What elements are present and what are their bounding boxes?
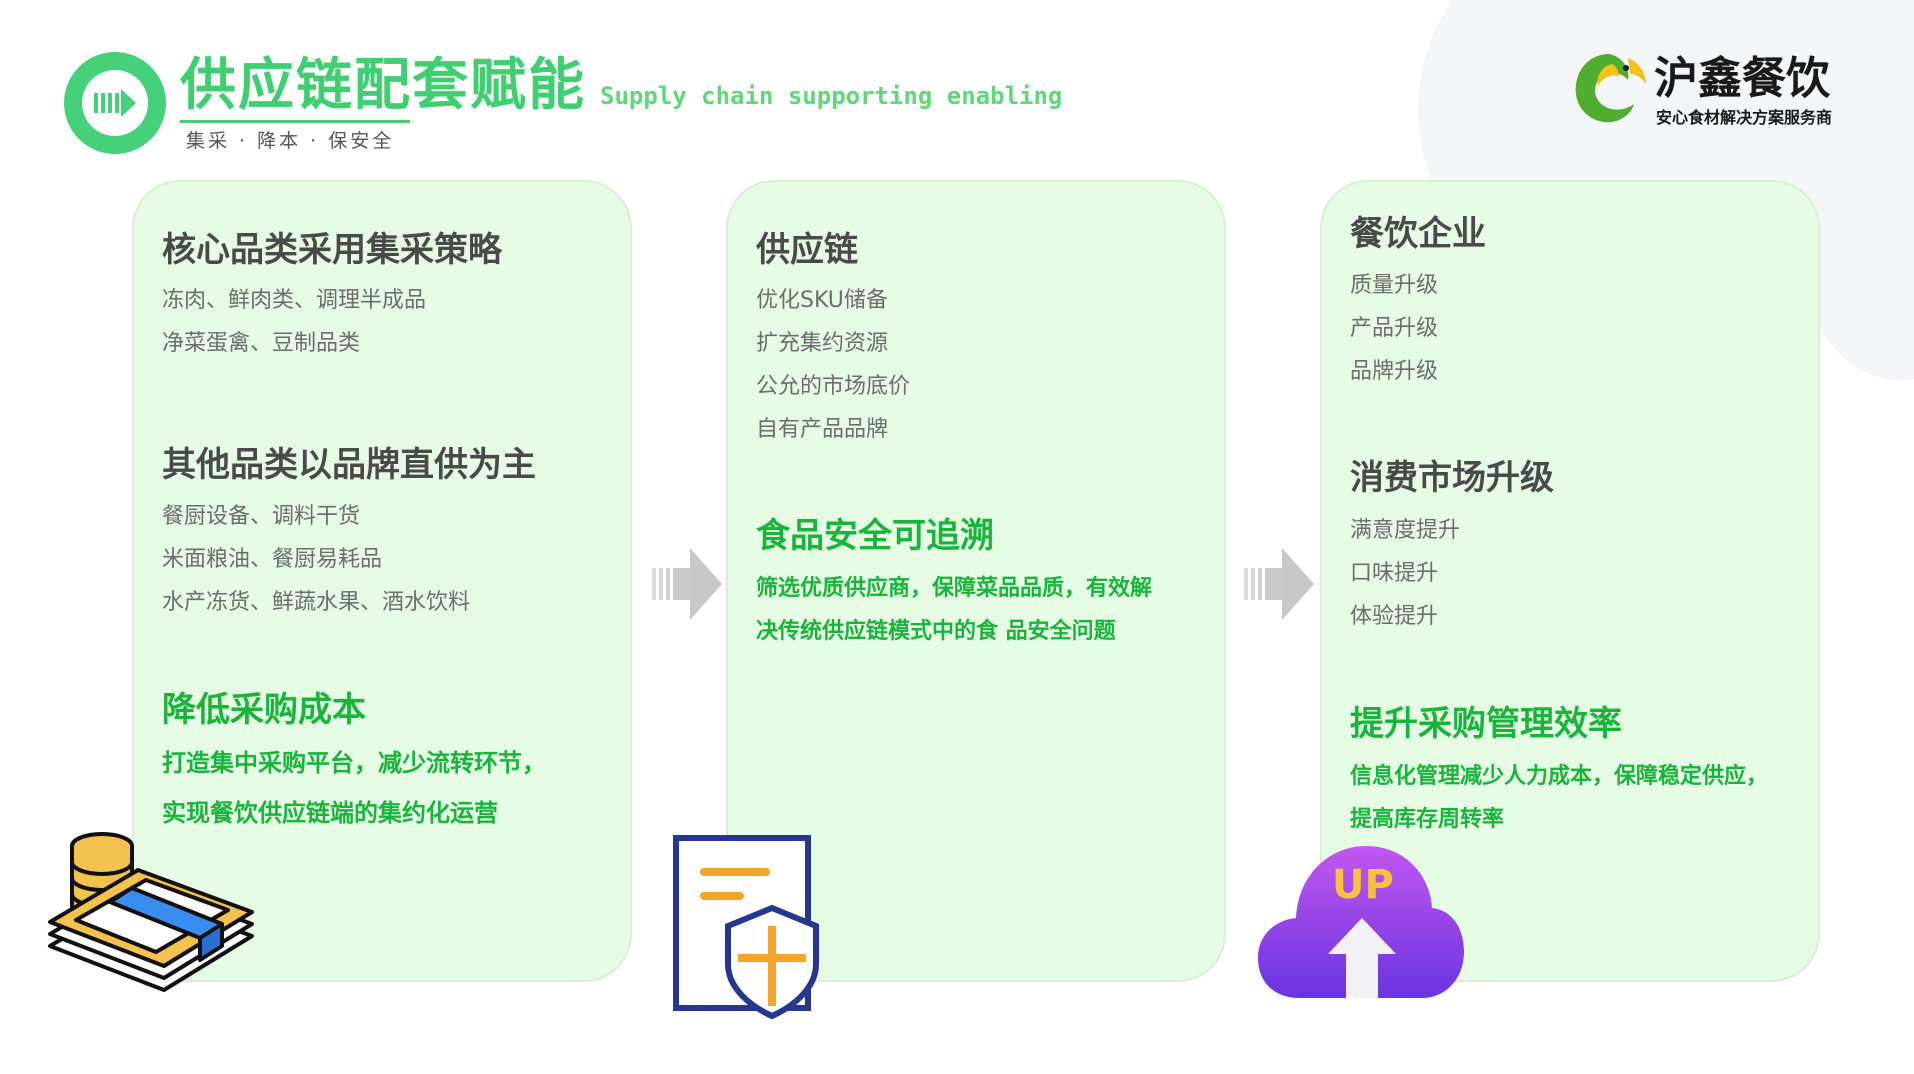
document-shield-icon <box>673 835 819 1020</box>
highlight-heading: 食品安全可追溯 <box>756 516 994 556</box>
list-item: 水产冻货、鲜蔬水果、酒水饮料 <box>162 590 471 615</box>
list-item: 优化SKU储备 <box>756 288 888 313</box>
section-heading: 核心品类采用集采策略 <box>162 230 502 270</box>
list-item: 体验提升 <box>1350 604 1439 629</box>
page-title: 供应链配套赋能 <box>180 53 586 118</box>
flow-arrow-icon <box>652 548 722 620</box>
highlight-text: 筛选优质供应商，保障菜品品质，有效解 <box>756 576 1153 601</box>
card-cost-reduction: 核心品类采用集采策略 冻肉、鲜肉类、调理半成品 净菜蛋禽、豆制品类 其他品类以品… <box>132 180 632 982</box>
section-heading: 供应链 <box>756 230 858 270</box>
highlight-text: 实现餐饮供应链端的集约化运营 <box>162 799 498 827</box>
section-heading: 其他品类以品牌直供为主 <box>162 445 536 485</box>
list-item: 质量升级 <box>1350 273 1439 298</box>
list-item: 净菜蛋禽、豆制品类 <box>162 331 361 356</box>
list-item: 产品升级 <box>1350 316 1439 341</box>
highlight-text: 打造集中采购平台，减少流转环节， <box>162 749 546 777</box>
list-item: 扩充集约资源 <box>756 331 889 356</box>
section-heading: 餐饮企业 <box>1350 214 1486 254</box>
title-underline <box>180 120 410 123</box>
up-badge: UP <box>1332 862 1394 908</box>
list-item: 餐厨设备、调料干货 <box>162 504 361 529</box>
highlight-text: 提高库存周转率 <box>1350 807 1505 832</box>
section-heading: 消费市场升级 <box>1350 458 1554 498</box>
highlight-heading: 降低采购成本 <box>162 690 366 730</box>
dragon-logo-icon <box>1575 54 1646 123</box>
highlight-text: 决传统供应链模式中的食 品安全问题 <box>756 619 1116 644</box>
card-management-efficiency: 餐饮企业 质量升级 产品升级 品牌升级 消费市场升级 满意度提升 口味提升 体验… <box>1320 180 1820 982</box>
cloud-upload-icon: UP <box>1258 846 1464 998</box>
flow-arrow-icon <box>1244 548 1314 620</box>
list-item: 品牌升级 <box>1350 359 1439 384</box>
list-item: 米面粮油、餐厨易耗品 <box>162 547 383 572</box>
list-item: 满意度提升 <box>1350 518 1461 543</box>
brand-tagline: 安心食材解决方案服务商 <box>1656 108 1833 127</box>
highlight-heading: 提升采购管理效率 <box>1350 704 1622 744</box>
list-item: 公允的市场底价 <box>756 374 911 399</box>
money-stack-icon <box>48 832 254 992</box>
list-item: 冻肉、鲜肉类、调理半成品 <box>162 288 427 313</box>
list-item: 自有产品品牌 <box>756 417 889 442</box>
arrow-circle-icon <box>64 52 166 154</box>
highlight-text: 信息化管理减少人力成本，保障稳定供应， <box>1350 764 1769 789</box>
page-title-english: Supply chain supporting enabling <box>600 82 1063 110</box>
page-subtitle: 集采 · 降本 · 保安全 <box>186 130 395 152</box>
brand-name: 沪鑫餐饮 <box>1654 53 1830 104</box>
list-item: 口味提升 <box>1350 561 1439 586</box>
